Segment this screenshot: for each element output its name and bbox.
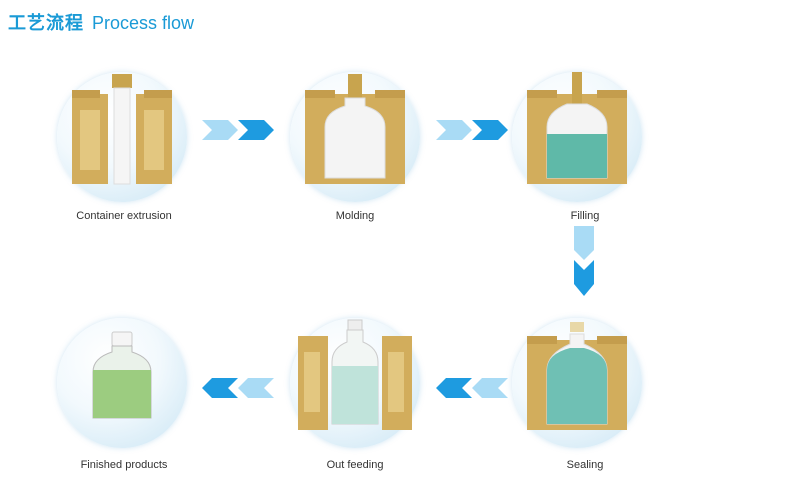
mold-icon: [298, 336, 412, 430]
bottle-cap-icon: [347, 319, 363, 331]
step-container-extrusion-bubble: [57, 72, 187, 202]
parison-tube-icon: [113, 87, 131, 185]
arrow-down-icon: [574, 226, 594, 296]
step-filling-bubble: [512, 72, 642, 202]
step-sealing-bubble: [512, 318, 642, 448]
arrow-left-icon: [202, 378, 274, 398]
liquid-icon: [93, 370, 151, 418]
arrow-left-icon: [436, 378, 508, 398]
filling-nozzle-icon: [572, 72, 582, 104]
step-molding-bubble: [290, 72, 420, 202]
step-label: Finished products: [80, 459, 168, 471]
step-label: Sealing: [566, 459, 604, 471]
liquid-icon: [547, 134, 607, 178]
blow-pin-icon: [348, 74, 362, 98]
step-label: Container extrusion: [76, 210, 172, 222]
bottle-form-icon: [324, 97, 386, 179]
step-finished-products-bubble: [57, 318, 187, 448]
liquid-icon: [547, 348, 607, 424]
arrow-right-icon: [436, 120, 508, 140]
bottle-cap-icon: [111, 331, 133, 347]
step-out-feeding-bubble: [290, 318, 420, 448]
liquid-icon: [332, 366, 378, 424]
page-title: 工艺流程 Process flow: [8, 9, 194, 35]
sealing-head-icon: [570, 322, 584, 332]
step-label: Molding: [335, 210, 375, 222]
mold-icon: [72, 90, 172, 184]
arrow-right-icon: [202, 120, 274, 140]
extruder-head-icon: [112, 74, 132, 88]
step-label: Out feeding: [326, 459, 384, 471]
step-label: Filling: [570, 210, 600, 222]
title-chinese: 工艺流程: [8, 13, 84, 34]
title-english: Process flow: [92, 13, 195, 33]
